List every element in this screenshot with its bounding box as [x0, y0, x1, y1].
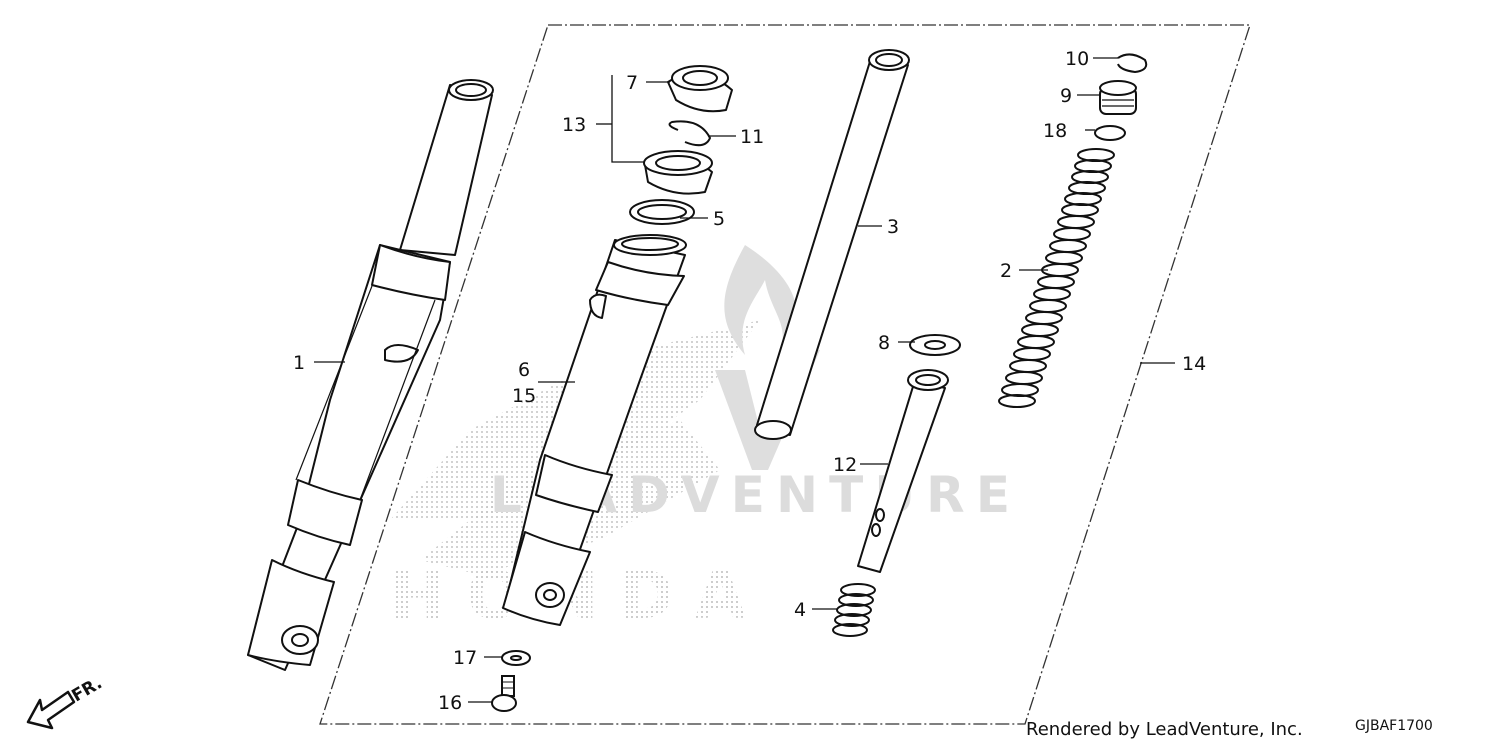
callout-labels: 1 2 3 4 5 6 7 8 9 10 11 12 13 14 15 16 1…	[293, 48, 1206, 714]
part-12-damper-rod	[857, 369, 949, 573]
part-6-15-fork-leg-center	[502, 234, 687, 626]
callout-10: 10	[1065, 48, 1089, 70]
front-arrow-icon	[26, 690, 76, 730]
part-10-circlip	[1117, 53, 1148, 73]
callout-11: 11	[740, 126, 764, 148]
callout-3: 3	[887, 216, 899, 238]
callout-17: 17	[453, 647, 477, 669]
callout-1: 1	[293, 352, 305, 374]
callout-4: 4	[794, 599, 806, 621]
part-5-washer	[629, 199, 695, 225]
part-3-fork-pipe	[754, 49, 910, 440]
part-13-oil-seal	[643, 150, 713, 195]
callout-13: 13	[562, 114, 586, 136]
callout-8: 8	[878, 332, 890, 354]
callout-14: 14	[1182, 353, 1206, 375]
diagram-code: GJBAF1700	[1355, 718, 1433, 734]
front-direction-indicator: FR.	[26, 673, 106, 730]
leader-lines	[314, 57, 1175, 703]
part-17-washer	[501, 650, 531, 666]
callout-5: 5	[713, 208, 725, 230]
part-8-washer	[909, 334, 961, 356]
assembly-boundary	[319, 24, 1251, 725]
part-11-circlip	[668, 120, 711, 147]
callout-15: 15	[512, 385, 536, 407]
part-16-bolt	[491, 675, 517, 712]
callout-2: 2	[1000, 260, 1012, 282]
part-18-o-ring	[1094, 125, 1126, 141]
callout-16: 16	[438, 692, 462, 714]
callout-12: 12	[833, 454, 857, 476]
callout-7: 7	[626, 72, 638, 94]
part-7-dust-seal	[667, 65, 733, 113]
render-credit: Rendered by LeadVenture, Inc.	[1026, 719, 1303, 740]
callout-6: 6	[518, 359, 530, 381]
part-1-fork-leg-left	[247, 79, 494, 671]
callout-9: 9	[1060, 85, 1072, 107]
part-4-rebound-spring	[832, 583, 876, 637]
part-2-fork-spring	[998, 148, 1115, 408]
part-9-bolt	[1099, 80, 1137, 115]
callout-18: 18	[1043, 120, 1067, 142]
